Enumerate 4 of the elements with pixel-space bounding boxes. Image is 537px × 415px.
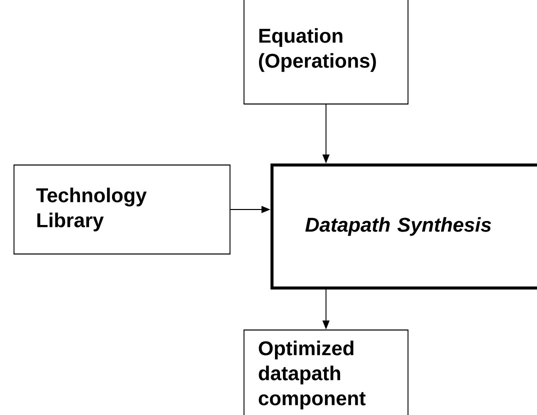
source-box: Equation (Operations) [244, 0, 408, 104]
source-box: Technology Library [14, 164, 230, 254]
output-box: Optimized datapath component [244, 330, 408, 415]
process-box: Datapath Synthesis [270, 164, 537, 290]
